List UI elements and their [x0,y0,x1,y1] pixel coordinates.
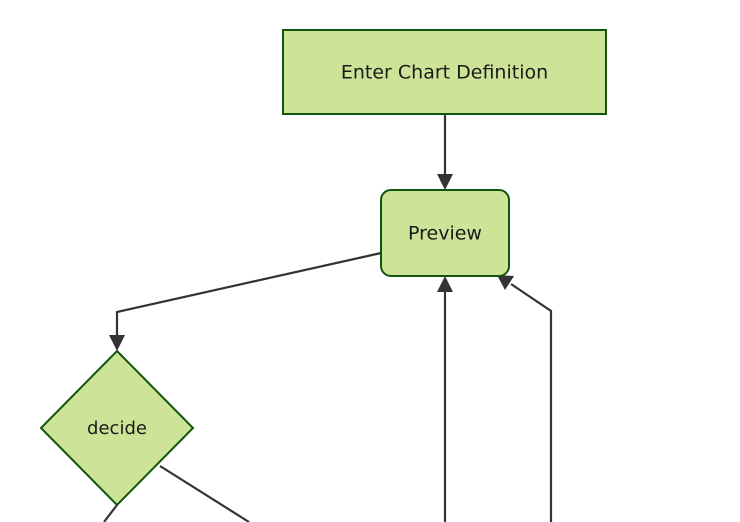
edge-preview-to-decide [109,251,382,351]
arrowhead-icon [437,276,453,292]
node-label-preview: Preview [408,223,482,245]
edge-into-preview-vertical [437,276,453,522]
edge-line [159,465,250,522]
node-decide[interactable]: decide [39,349,195,507]
node-preview[interactable]: Preview [380,189,510,277]
edge-into-preview-diagonal [497,275,553,522]
edge-decide-out-right [159,465,250,522]
node-label-enter: Enter Chart Definition [341,62,548,84]
arrowhead-icon [437,174,453,190]
node-shape-diamond [39,349,195,507]
edge-line [115,251,382,343]
edge-decide-out-left [103,504,118,522]
node-label-decide: decide [87,418,147,439]
arrowhead-icon [497,275,514,290]
node-shape-rounded-rect [380,189,510,277]
edge-line [510,283,553,522]
node-enter-chart-definition[interactable]: Enter Chart Definition [282,29,607,115]
node-shape-rect [282,29,607,115]
arrowhead-icon [109,335,125,351]
edge-line [103,504,118,522]
edge-enter-to-preview [437,114,453,190]
